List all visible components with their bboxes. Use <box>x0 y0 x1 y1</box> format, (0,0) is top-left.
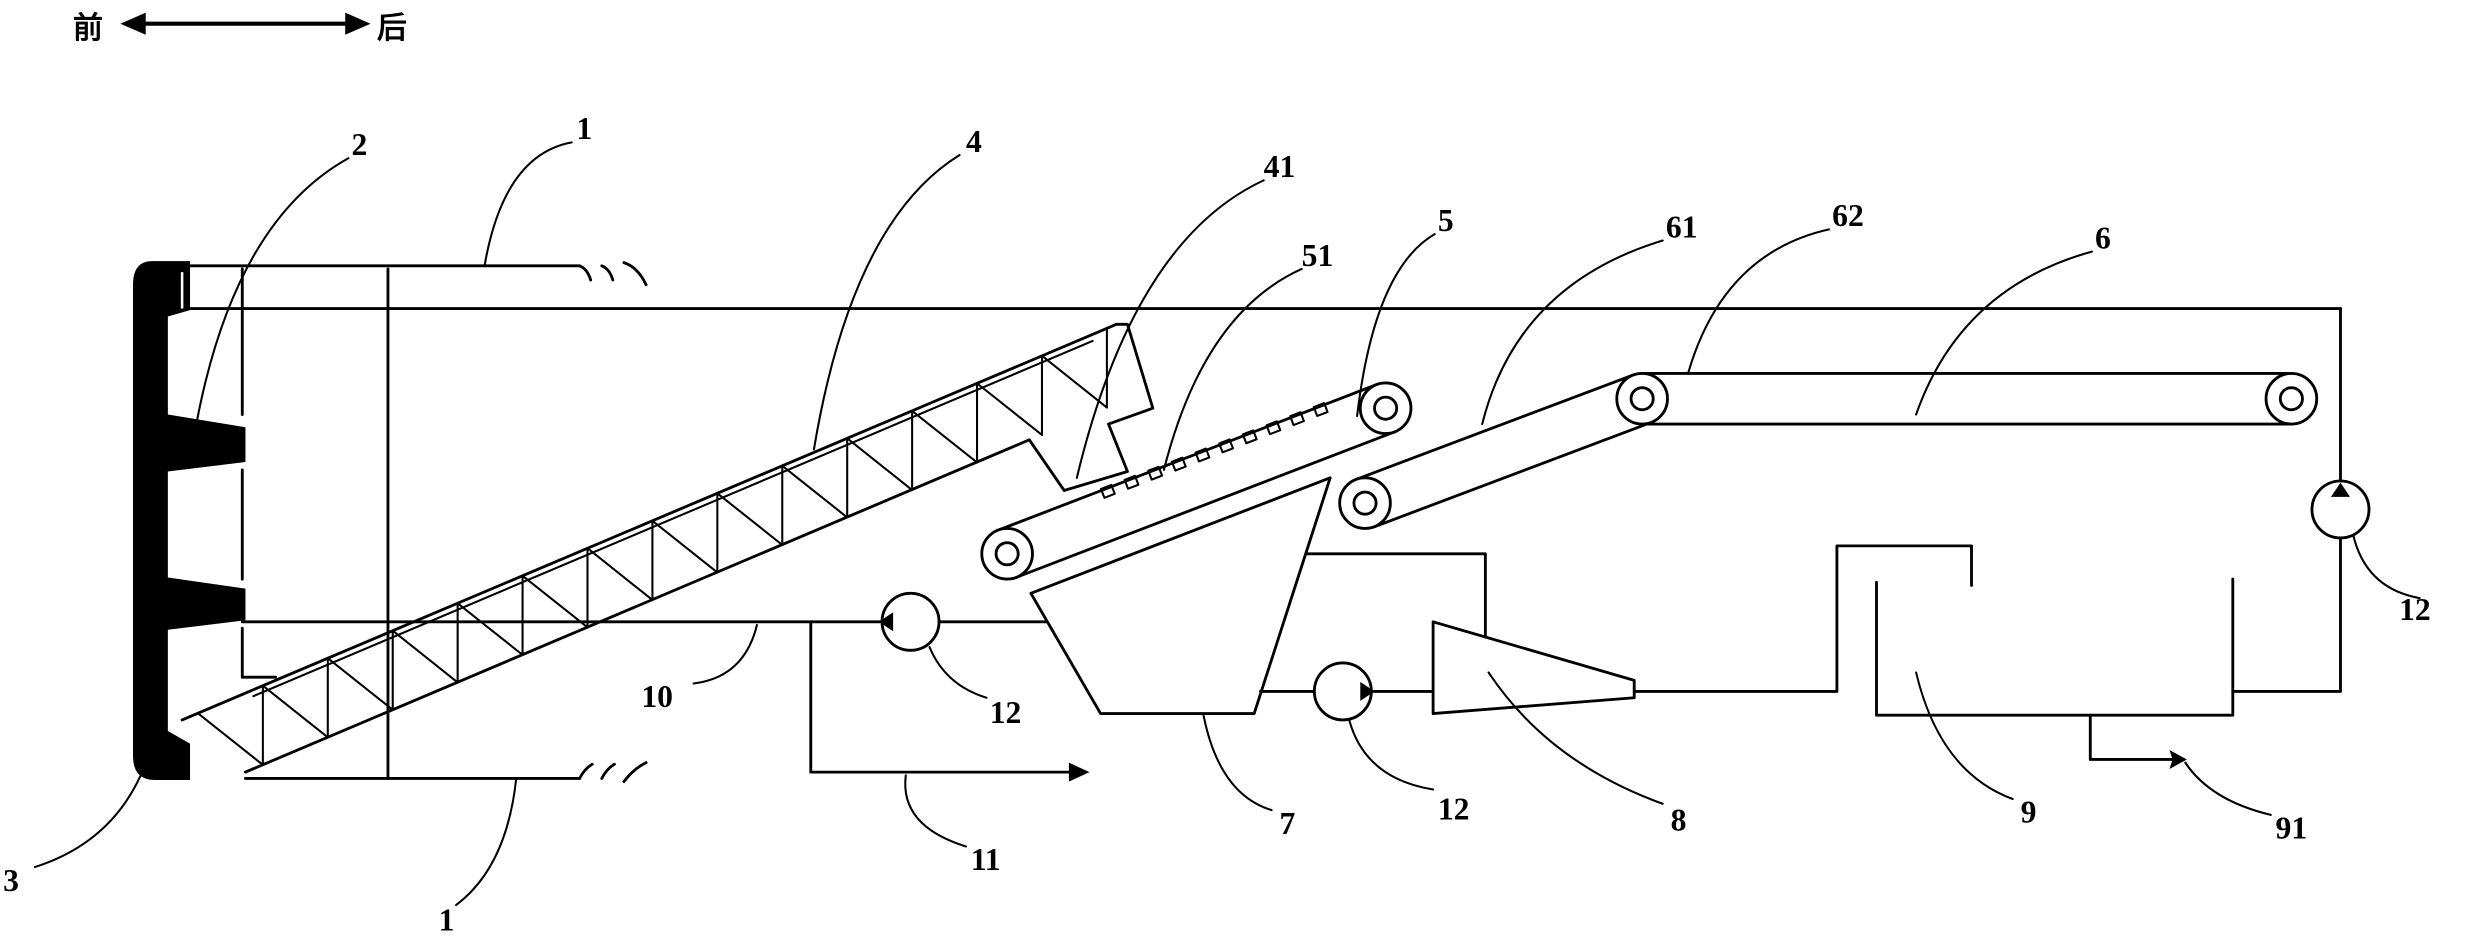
pipe-discharge-arrow-icon <box>1068 762 1090 782</box>
screw-flights <box>196 327 1108 766</box>
scraper <box>1312 402 1329 417</box>
leader-pipe-inlet <box>692 623 758 685</box>
belt-incline-bottom <box>1372 421 1653 529</box>
leader-shield-bottom <box>455 777 518 907</box>
scraper <box>1289 411 1305 427</box>
label-belt-front: 5 <box>1438 203 1454 238</box>
tank-outlet-pipe <box>2088 713 2175 761</box>
pipe-to-tank <box>1632 544 1973 693</box>
leader-pipe-discharge <box>904 774 967 848</box>
leader-cutter-head <box>33 766 146 869</box>
label-cutter-spoke: 2 <box>352 127 368 162</box>
shield-top-hatch <box>578 261 648 287</box>
leader-cyclone <box>1487 671 1664 805</box>
leader-sedimentation-tank <box>1202 714 1273 812</box>
leader-pump-middle <box>1348 718 1435 791</box>
leader-screw-conveyor <box>812 154 961 451</box>
scraper <box>1147 465 1164 481</box>
chamber-wall <box>240 267 277 679</box>
belt-conveyor-rear <box>1338 371 2319 530</box>
label-cutter-head: 3 <box>3 863 19 898</box>
pump-inlet-arrow-icon <box>878 612 894 632</box>
label-screw-conveyor: 4 <box>966 124 982 159</box>
label-pipe-inlet: 10 <box>641 679 673 714</box>
leader-screw-outlet <box>1075 179 1265 479</box>
reference-labels: 1 2 4 41 51 5 61 62 6 12 10 12 7 12 8 9 … <box>3 111 2431 937</box>
pipe-discharge <box>809 620 1076 774</box>
pulley-rear-bend-hub <box>1629 386 1655 412</box>
shield-bottom-hatch <box>578 761 648 784</box>
cyclone <box>1431 620 1636 716</box>
leader-belt-horizontal <box>1687 228 1831 375</box>
arrowhead-left-icon <box>120 12 146 35</box>
label-shield-bottom: 1 <box>439 902 455 937</box>
label-pump-return: 12 <box>2399 592 2431 627</box>
pulley-rear-end-hub <box>2278 386 2304 412</box>
label-screw-outlet: 41 <box>1264 149 1296 184</box>
cutter-head <box>133 261 246 781</box>
screw-outlet <box>1027 322 1155 492</box>
label-pump-middle: 12 <box>1438 792 1470 827</box>
label-tank-outlet: 91 <box>2276 811 2308 846</box>
leader-lines <box>33 141 2421 907</box>
pump-middle-arrow-icon <box>1360 681 1375 701</box>
label-pump-inlet: 12 <box>990 695 1022 730</box>
leader-pump-inlet <box>928 646 988 699</box>
scraper <box>1170 456 1187 472</box>
belt-conveyor-front <box>980 381 1413 581</box>
scraper <box>1218 438 1235 454</box>
back-label: 后 <box>377 11 407 46</box>
water-tank <box>1875 577 2235 717</box>
leader-belt-incline <box>1481 239 1664 426</box>
label-shield-top: 1 <box>576 111 592 146</box>
tank-outlet-arrow-icon <box>2169 749 2187 769</box>
label-belt-incline: 61 <box>1666 209 1698 244</box>
pulley-rear-lower-hub <box>1352 490 1378 516</box>
pulley-front-lower-hub <box>994 541 1020 567</box>
sedimentation-tank <box>1029 476 1332 716</box>
front-label: 前 <box>73 11 103 46</box>
belt-scrapers <box>1099 402 1329 499</box>
label-belt-rear: 6 <box>2095 220 2111 255</box>
direction-indicator: 前 后 <box>73 11 407 46</box>
scraper <box>1099 483 1116 499</box>
label-belt-scrapers: 51 <box>1302 238 1334 273</box>
leader-shield-top <box>483 141 573 267</box>
leader-water-tank <box>1915 671 2014 801</box>
belt-front-bottom <box>1014 430 1397 579</box>
leader-belt-scrapers <box>1162 267 1303 471</box>
pump-return-arrow-icon <box>2330 482 2350 497</box>
slurry-circuit <box>240 307 2371 782</box>
screw-conveyor <box>180 322 1155 774</box>
leader-belt-front <box>1356 233 1436 418</box>
screw-tube-inner <box>252 339 1094 698</box>
leader-tank-outlet <box>2184 761 2272 816</box>
screw-tube-upper <box>180 322 1118 722</box>
pipe-return-a <box>2231 536 2342 693</box>
scraper <box>1241 429 1258 445</box>
label-belt-horizontal: 62 <box>1832 198 1864 233</box>
screw-tube-lower <box>244 438 1031 774</box>
label-sedimentation-tank: 7 <box>1280 806 1296 841</box>
label-water-tank: 9 <box>2021 795 2037 830</box>
arrowhead-right-icon <box>345 12 371 35</box>
belt-incline-top <box>1354 373 1635 481</box>
leader-pump-return <box>2352 533 2421 600</box>
scraper <box>1194 447 1211 463</box>
cutter-head-frame <box>133 261 246 781</box>
leader-belt-rear <box>1915 250 2093 416</box>
scraper <box>1265 420 1282 436</box>
scraper <box>1123 474 1140 490</box>
label-pipe-discharge: 11 <box>971 842 1001 877</box>
pulley-front-upper-hub <box>1373 395 1399 421</box>
pipe-overflow <box>1305 552 1487 638</box>
shield-body <box>185 261 2342 784</box>
label-cyclone: 8 <box>1671 803 1687 838</box>
leader-cutter-spoke <box>195 157 350 426</box>
